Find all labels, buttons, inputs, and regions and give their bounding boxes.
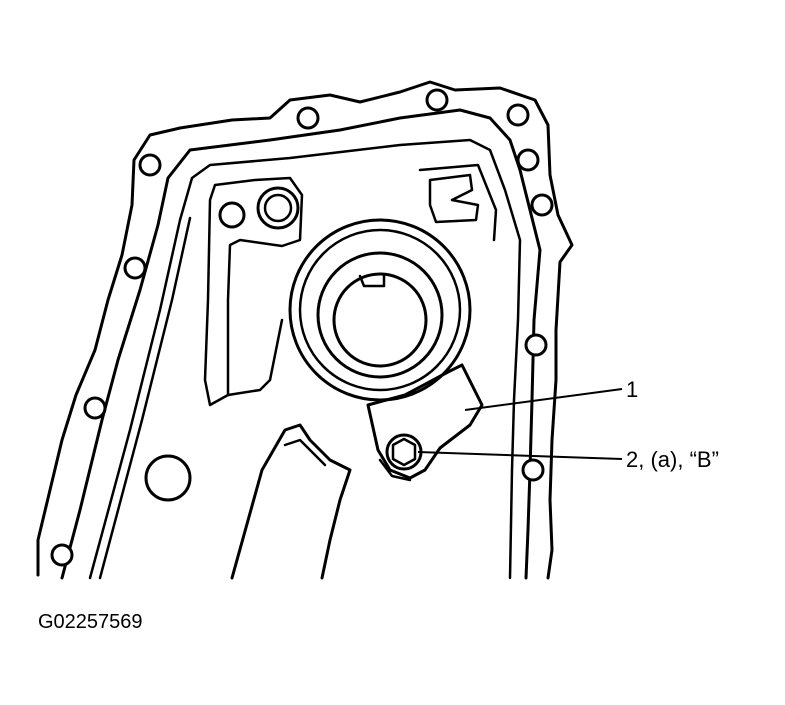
upper-right-pocket — [418, 163, 498, 242]
bolt-hole — [138, 153, 162, 177]
lower-left-boss — [144, 454, 192, 502]
upper-left-pocket — [203, 176, 304, 407]
cover-inner-rim — [88, 138, 522, 580]
bolt-hole — [516, 148, 540, 172]
bolt-hole — [530, 193, 554, 217]
callout-label-2: 2, (a), “B” — [626, 447, 719, 472]
bolt-part-2 — [385, 433, 423, 471]
callout-label-1: 1 — [626, 377, 638, 402]
lower-rib — [230, 423, 352, 580]
bolt-hole — [123, 256, 147, 280]
leader-line-2 — [417, 451, 623, 460]
bracket-part-1 — [366, 363, 484, 482]
cover-outer-outline — [36, 80, 574, 580]
bolt-hole — [425, 88, 449, 112]
bolt-hole — [524, 333, 548, 357]
crankshaft-oil-seal — [288, 218, 472, 402]
figure-id: G02257569 — [38, 611, 143, 633]
bolt-hole — [506, 103, 530, 127]
bolt-hole — [83, 396, 107, 420]
bolt-hole — [521, 458, 545, 482]
flange-bolt-holes — [50, 88, 554, 567]
leader-line-1 — [464, 388, 623, 411]
bolt-hole — [50, 543, 74, 567]
bolt-hole — [296, 106, 320, 130]
